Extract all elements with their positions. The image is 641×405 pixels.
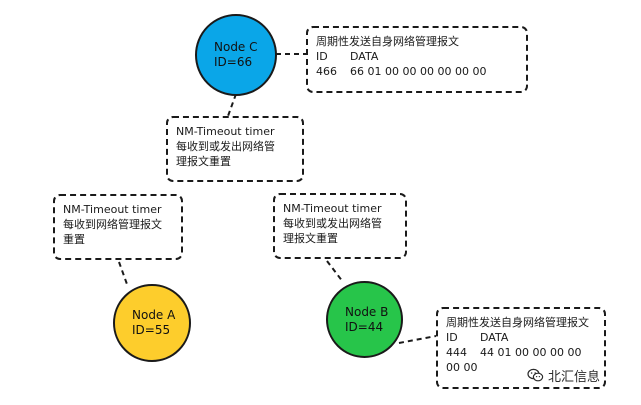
message-c-header-row: ID DATA [316,49,518,64]
node-c-name: Node C [214,40,258,54]
message-c-row-id: 466 [316,65,337,78]
timer-left-line1: 每收到网络管理报文 [63,218,162,231]
message-b-header-row: ID DATA [446,330,596,345]
timer-right-title: NM-Timeout timer [283,202,382,215]
message-b-row-data-1: 44 01 00 00 00 00 [480,346,582,359]
message-c-title: 周期性发送自身网络管理报文 [316,35,459,48]
message-b-title: 周期性发送自身网络管理报文 [446,316,589,329]
timer-right-line2: 理报文重置 [283,232,338,245]
node-b: Node B ID=44 [326,281,403,358]
message-c-col-data: DATA [350,50,379,63]
node-c-id: ID=66 [214,55,253,69]
timer-top-title: NM-Timeout timer [176,125,275,138]
connector-b-message [398,335,437,344]
connector-c-timer [227,93,237,117]
message-b-row-data-2: 00 00 [446,361,478,374]
timer-box-node-c: NM-Timeout timer 每收到或发出网络管 理报文重置 [166,116,304,182]
watermark-text: 北汇信息 [548,370,601,385]
message-b-row-id: 444 [446,346,467,359]
message-box-node-b: 周期性发送自身网络管理报文 ID DATA 444 44 01 00 00 00… [436,307,606,389]
node-c: Node C ID=66 [195,14,277,96]
timer-right-line1: 每收到或发出网络管 [283,217,382,230]
message-b-data-row: 444 44 01 00 00 00 00 [446,345,596,360]
connector-b-timer [326,260,344,283]
node-b-id: ID=44 [345,319,384,334]
connector-a-timer [118,261,129,288]
timer-left-line2: 重置 [63,233,85,246]
watermark: 北汇信息 [527,366,600,385]
timer-top-line2: 理报文重置 [176,155,231,168]
node-a-id: ID=55 [132,323,171,337]
wechat-icon [527,368,544,382]
timer-top-line1: 每收到或发出网络管 [176,140,275,153]
timer-box-node-a: NM-Timeout timer 每收到网络管理报文 重置 [53,194,183,260]
message-b-col-id: ID [446,331,458,344]
node-a: Node A ID=55 [113,284,191,362]
message-box-node-c: 周期性发送自身网络管理报文 ID DATA 466 66 01 00 00 00… [306,26,528,93]
message-c-data-row: 466 66 01 00 00 00 00 00 00 [316,64,518,79]
message-b-col-data: DATA [480,331,509,344]
message-c-col-id: ID [316,50,328,63]
message-c-row-data: 66 01 00 00 00 00 00 00 [350,65,487,78]
timer-left-title: NM-Timeout timer [63,203,162,216]
node-b-name: Node B [345,304,389,319]
timer-box-node-b: NM-Timeout timer 每收到或发出网络管 理报文重置 [273,193,407,259]
node-a-name: Node A [132,308,176,322]
